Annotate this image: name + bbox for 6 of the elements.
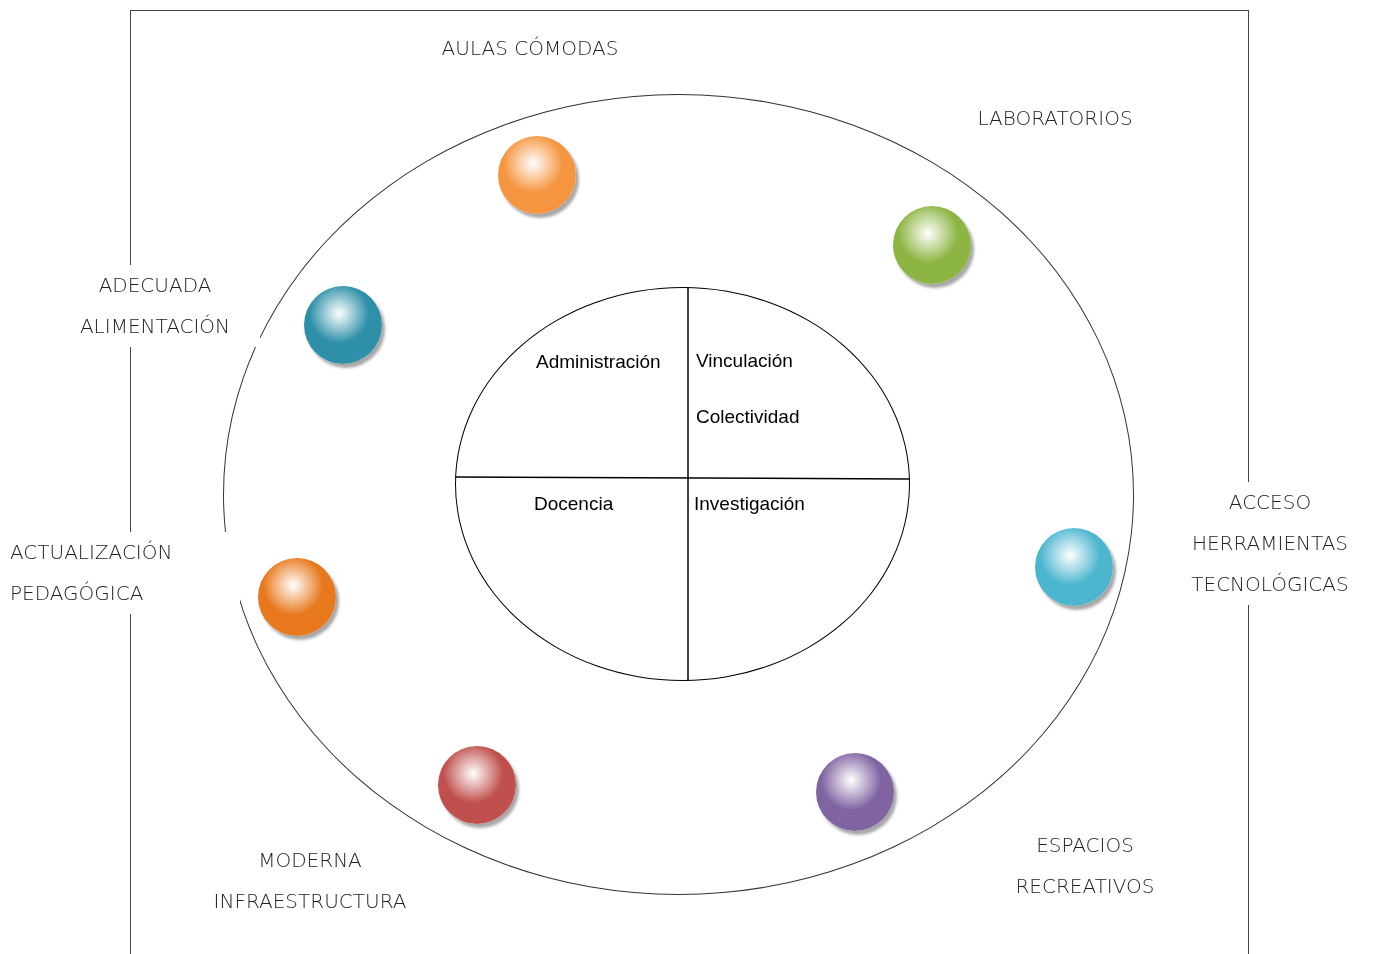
quadrant-label: Vinculación Colectividad [696,349,801,429]
quadrant-label: Administración [536,351,661,373]
inner-ellipse [455,287,910,681]
quadrant-label: Docencia [534,493,614,515]
caption-label: ACTUALIZACIÓN PEDAGÓGICA [10,532,240,614]
quadrant-label: Investigación [694,493,805,515]
